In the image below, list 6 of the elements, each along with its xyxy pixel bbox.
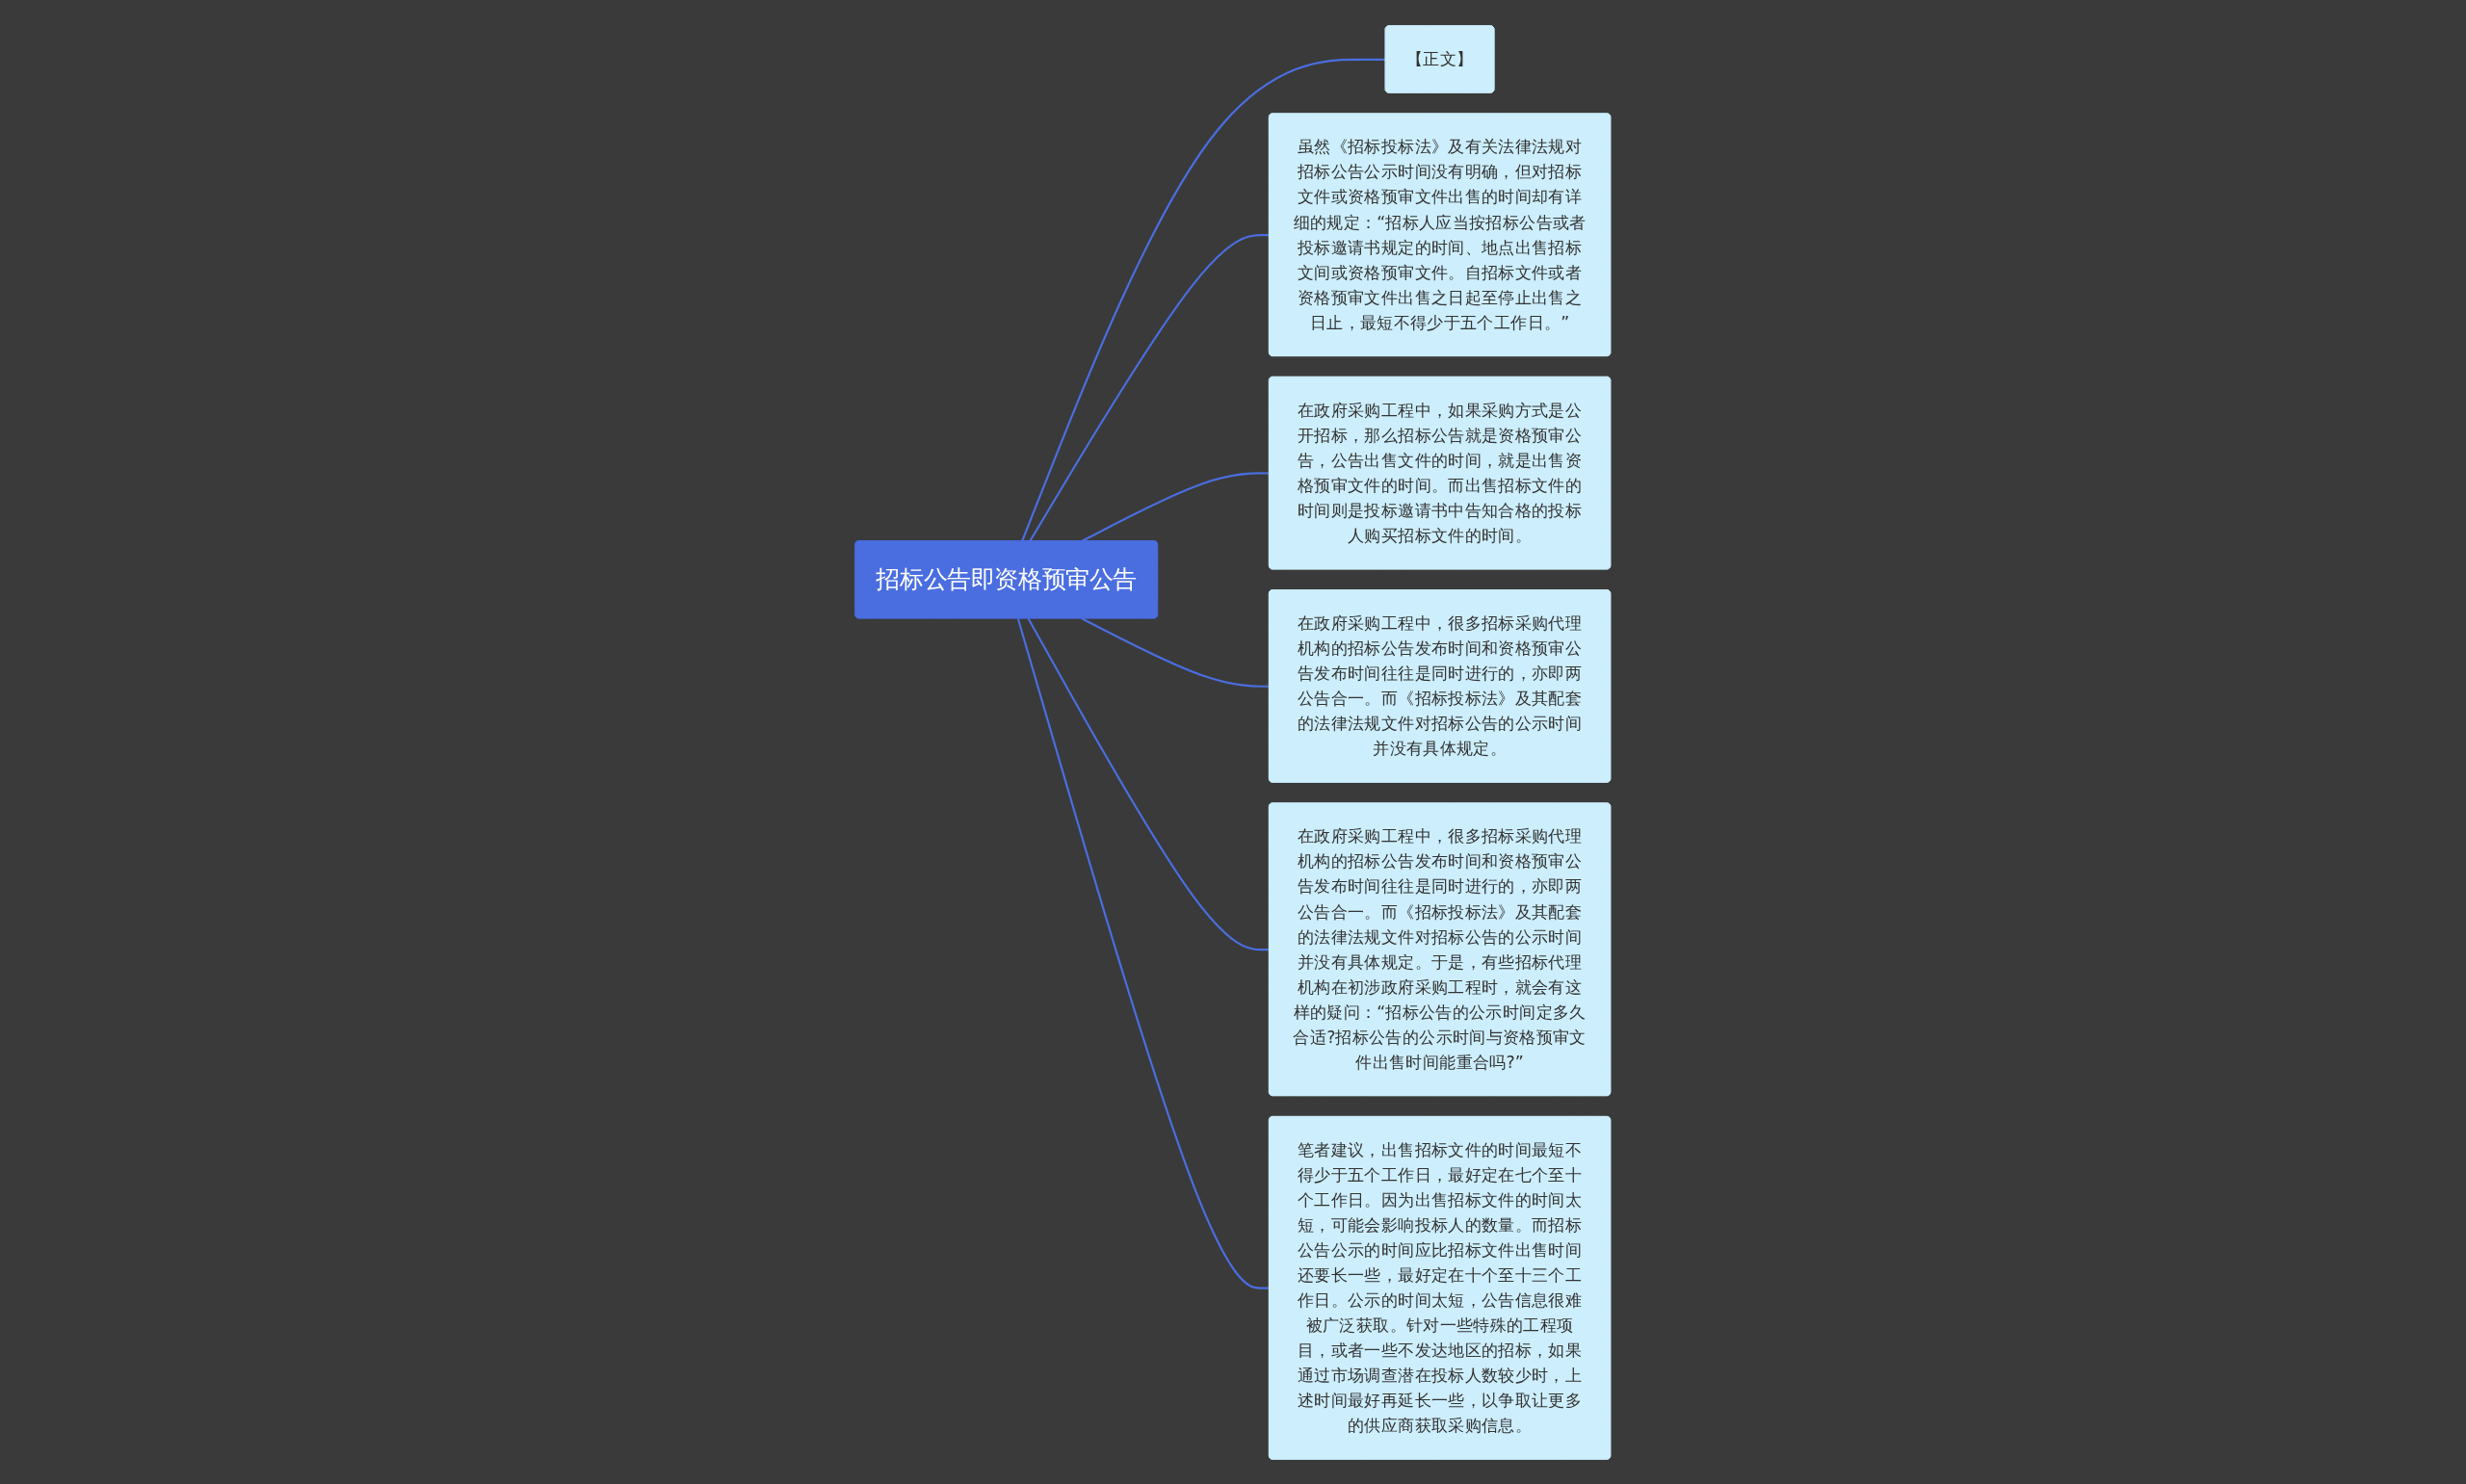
- connector: [1029, 233, 1270, 542]
- connector: [1017, 617, 1270, 1289]
- connector: [1081, 471, 1270, 542]
- connector: [1027, 617, 1270, 950]
- connector: [1081, 616, 1270, 688]
- connector: [1021, 58, 1386, 541]
